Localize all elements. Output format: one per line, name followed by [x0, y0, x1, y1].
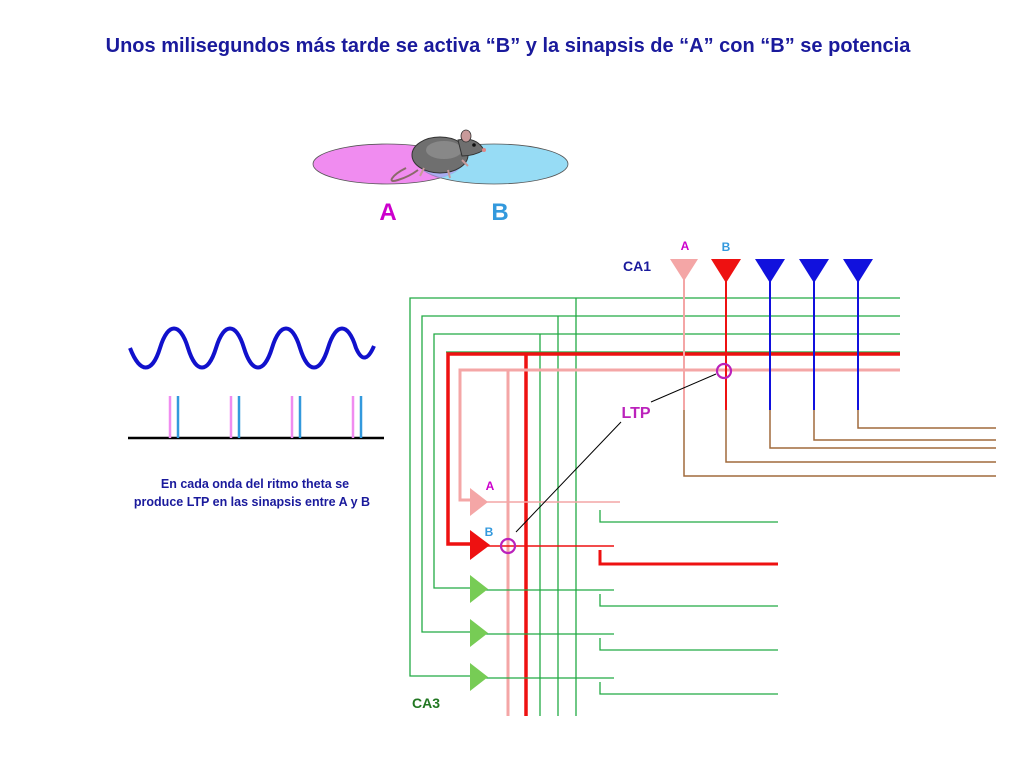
- spike-raster: [128, 396, 384, 440]
- ltp-pointer-2: [515, 421, 622, 533]
- ltp-label: LTP: [621, 405, 650, 422]
- ca1-neuron-b-label: B: [722, 240, 731, 254]
- synapse-ca1: [715, 362, 733, 380]
- ca1-neuron-4: [799, 259, 829, 283]
- schaffer-collaterals: [409, 297, 900, 716]
- ca3-b-collateral: [446, 352, 900, 716]
- ca3-neuron-b-label: B: [485, 525, 494, 539]
- ca3-neuron-a: [470, 488, 488, 516]
- ca1-neuron-3: [755, 259, 785, 283]
- ca3-a-collateral: [458, 368, 900, 716]
- ca1-neurons: [670, 259, 873, 410]
- ca1-neuron-b: [711, 259, 741, 283]
- page-title: Unos milisegundos más tarde se activa “B…: [106, 35, 912, 57]
- theta-wave: [128, 326, 376, 370]
- ca1-neuron-a: [670, 259, 698, 281]
- rat-icon: [390, 129, 486, 182]
- caption-line-1: En cada onda del ritmo theta se: [161, 477, 349, 491]
- ca1-neuron-5: [843, 259, 873, 283]
- circuit: LTP CA1 A B A B CA3: [409, 239, 996, 716]
- ca3-neurons: [470, 488, 490, 691]
- ca3-neuron-a-label: A: [486, 479, 495, 493]
- ca3-axons: [486, 501, 778, 695]
- ca1-axons: [683, 410, 996, 477]
- ca3-label: CA3: [412, 695, 440, 711]
- ca3-neuron-4: [470, 619, 488, 647]
- ca3-neuron-b: [470, 530, 490, 560]
- ca3-neuron-3: [470, 575, 488, 603]
- ltp-pointer-1: [650, 373, 717, 403]
- ca1-label: CA1: [623, 258, 651, 274]
- place-label-a: A: [379, 199, 396, 226]
- place-label-b: B: [491, 199, 508, 226]
- caption-line-2: produce LTP en las sinapsis entre A y B: [134, 495, 370, 509]
- ca1-neuron-a-label: A: [681, 239, 690, 253]
- ca3-neuron-5: [470, 663, 488, 691]
- synapse-ca3: [499, 537, 517, 555]
